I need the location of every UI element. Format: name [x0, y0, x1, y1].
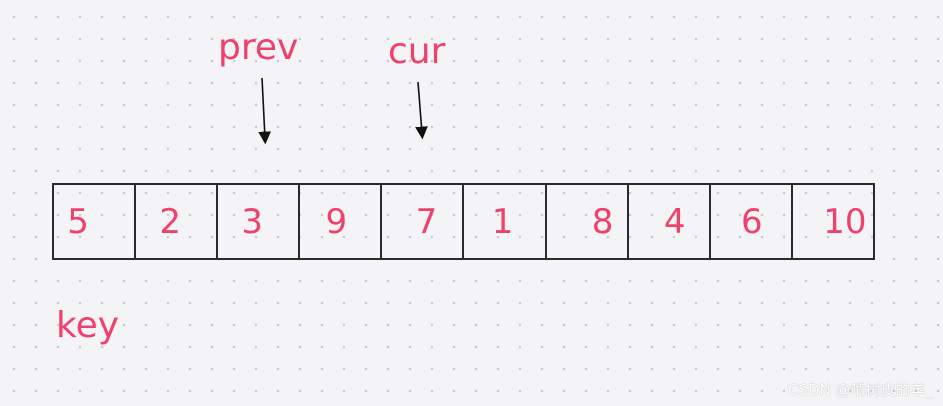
array-cell: 10: [793, 185, 873, 258]
array-cell-value: 10: [823, 201, 867, 242]
array-cell: 3: [218, 185, 301, 258]
array-cell: 8: [547, 185, 629, 258]
array-cell-value: 4: [663, 201, 686, 242]
cur-pointer-label: cur: [388, 31, 446, 72]
array-cell-value: 6: [740, 201, 763, 242]
cur-arrow: [415, 81, 428, 140]
array-cell: 4: [629, 185, 711, 258]
array-cell: 7: [382, 185, 465, 258]
array-cell-value: 8: [591, 201, 614, 242]
array-cell-value: 9: [325, 201, 348, 242]
array-cell-value: 5: [67, 201, 89, 242]
array-cell: 2: [136, 185, 219, 258]
array-row: 5 2 3 9 7 1 8 4 6 10: [52, 183, 875, 260]
csdn-watermark: CSDN @啃树皮的羊_: [787, 381, 933, 399]
array-cell: 5: [54, 185, 137, 258]
array-cell-value: 2: [159, 201, 181, 242]
array-cell-value: 3: [241, 201, 264, 242]
prev-pointer-label: prev: [218, 27, 299, 68]
key-label: key: [56, 305, 120, 346]
array-cell: 1: [464, 185, 547, 258]
array-cell-value: 1: [491, 201, 514, 242]
array-cell-value: 7: [415, 201, 438, 242]
prev-arrow: [258, 77, 272, 145]
array-cell: 9: [300, 185, 383, 258]
array-cell: 6: [711, 185, 793, 258]
